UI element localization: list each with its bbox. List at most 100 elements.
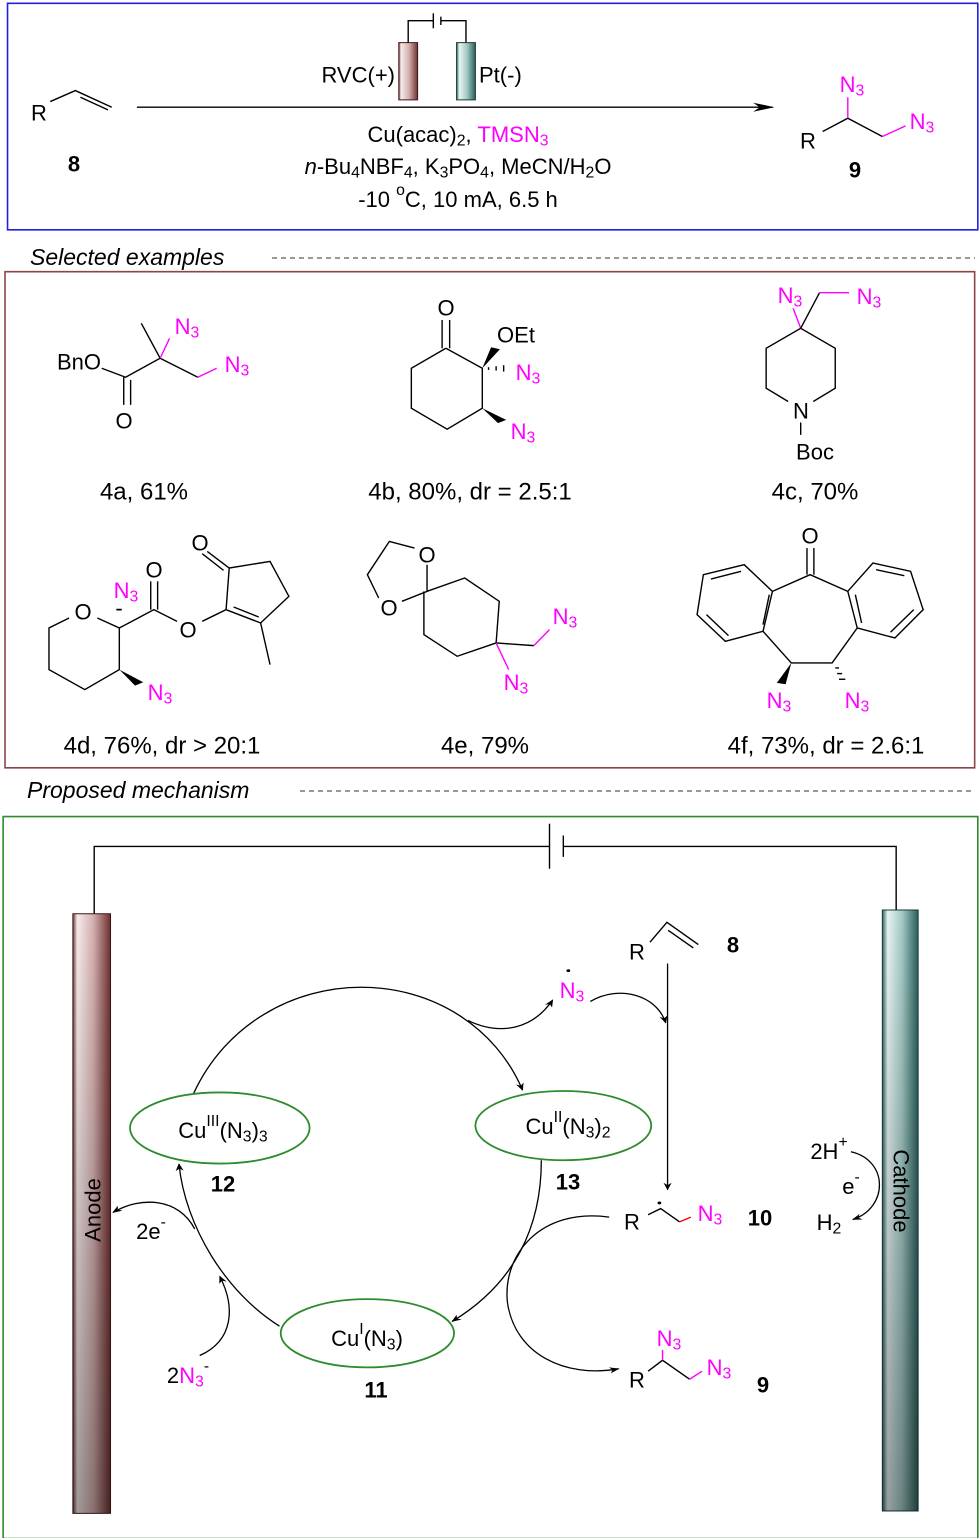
cycle-arrow-11-to-12 <box>175 1163 279 1326</box>
text-segment: TMSN <box>477 122 539 147</box>
product-azide-2: N3 <box>910 109 935 137</box>
conditions-line-2: n-Bu4NBF4, K3PO4, MeCN/H2O <box>305 154 612 182</box>
azide-label: N3 <box>857 284 882 312</box>
text-segment: 3 <box>241 362 250 379</box>
atom-label: O <box>74 600 91 625</box>
azide-label: N3 <box>553 604 578 632</box>
example-label-4c: 4c, 70% <box>772 479 859 506</box>
structure-4b <box>411 320 507 429</box>
text-segment: -10 <box>358 187 396 212</box>
text-segment: 3 <box>164 690 173 707</box>
text-segment: - <box>854 1168 859 1185</box>
azide-label: N3 <box>778 283 803 311</box>
text-segment: N <box>560 978 576 1003</box>
text-segment: 3 <box>527 429 536 446</box>
text-segment: 4 <box>351 164 360 181</box>
atom-label: O <box>115 409 132 434</box>
azide-label: N3 <box>516 360 541 388</box>
radical-bond <box>648 1209 679 1222</box>
text-segment: 3 <box>540 132 549 149</box>
text-segment: 3 <box>794 293 803 310</box>
scheme-graphics <box>8 3 978 229</box>
text-segment: + <box>838 1133 847 1150</box>
anode-label: RVC(+) <box>321 63 395 88</box>
example-label-4f: 4f, 73%, dr = 2.6:1 <box>728 733 925 760</box>
atom-label: O <box>418 543 435 568</box>
cathode-label: Pt(-) <box>479 63 522 88</box>
text-segment: N <box>553 604 569 629</box>
text-segment: N <box>698 1201 714 1226</box>
text-segment: , K <box>413 154 440 179</box>
product-azide-1: N3 <box>657 1326 682 1354</box>
conditions-line-1: Cu(acac)2, TMSN3 <box>368 122 549 150</box>
text-segment: N <box>707 1355 723 1380</box>
text-segment: III <box>206 1112 219 1129</box>
atom-label: O <box>191 531 208 556</box>
azide-radical-dot <box>566 969 571 973</box>
example-label-4a: 4a, 61% <box>100 479 188 506</box>
text-segment: - <box>161 1213 166 1230</box>
examples-graphics <box>5 272 975 768</box>
compound-label-13: 13 <box>556 1170 580 1195</box>
text-segment: 2 <box>167 1363 179 1388</box>
mechanism-section-title: Proposed mechanism <box>27 777 249 803</box>
anode-electrode <box>73 914 111 1514</box>
text-segment: ) <box>396 1326 403 1351</box>
atom-label: O <box>437 296 454 321</box>
text-segment: N <box>767 688 783 713</box>
text-segment: (N <box>220 1118 243 1143</box>
azide-label: N3 <box>148 680 173 708</box>
azide-label: N3 <box>225 352 250 380</box>
text-segment: Cu <box>331 1326 359 1351</box>
text-segment: 3 <box>673 1336 682 1353</box>
text-segment: 2 <box>833 1220 842 1237</box>
text-segment: 3 <box>926 119 935 136</box>
product-r-group: R <box>629 1368 645 1393</box>
azide-label: N3 <box>175 314 200 342</box>
circuit-wire-right <box>563 846 896 910</box>
electrode-wire-right <box>441 21 466 43</box>
electron: e- <box>842 1168 860 1198</box>
text-segment: Cu(acac) <box>368 122 457 147</box>
text-segment: - <box>204 1357 209 1374</box>
text-segment: 3 <box>532 370 541 387</box>
compound-label-12: 12 <box>211 1172 235 1197</box>
text-segment: N <box>504 670 520 695</box>
text-segment: 2H <box>810 1139 838 1164</box>
compound-label-8: 8 <box>727 933 739 958</box>
azide-radical-release-arrow <box>468 999 554 1029</box>
radical-addition-arrow <box>590 993 668 1024</box>
text-segment: PO <box>448 154 480 179</box>
example-label-4b: 4b, 80%, dr = 2.5:1 <box>368 479 571 506</box>
scheme-border <box>8 3 978 229</box>
text-segment: 3 <box>243 1128 252 1145</box>
text-segment: N <box>516 360 532 385</box>
anode-text: Anode <box>81 1178 106 1242</box>
cu-iii-complex-ring <box>130 1092 310 1163</box>
text-segment: o <box>396 181 405 198</box>
structure-4e <box>367 541 549 669</box>
text-segment: N <box>778 283 794 308</box>
product-r-group: R <box>800 129 816 154</box>
alkene-r-group: R <box>629 940 645 965</box>
atom-label: OEt <box>497 323 535 348</box>
text-segment: N <box>657 1326 673 1351</box>
text-segment: N <box>910 109 926 134</box>
compound-label-9: 9 <box>757 1373 769 1398</box>
examples-border <box>5 272 975 768</box>
azide-bond <box>882 126 905 137</box>
azide-transfer-arrow <box>507 1216 620 1374</box>
text-segment: ) <box>252 1118 259 1143</box>
text-segment: e <box>842 1174 854 1199</box>
text-segment: NBF <box>360 154 404 179</box>
atom-label: O <box>145 558 162 583</box>
text-segment: 2 <box>586 164 595 181</box>
hash-bond-mark: - <box>115 596 122 621</box>
alkene-double-bond <box>80 97 108 110</box>
radical-dot <box>657 1201 662 1205</box>
text-segment: N <box>179 1363 195 1388</box>
text-segment: 3 <box>861 698 870 715</box>
alkene-bond <box>650 922 698 944</box>
two-azide-anions: 2N3- <box>167 1357 209 1390</box>
text-segment: , MeCN/H <box>489 154 586 179</box>
